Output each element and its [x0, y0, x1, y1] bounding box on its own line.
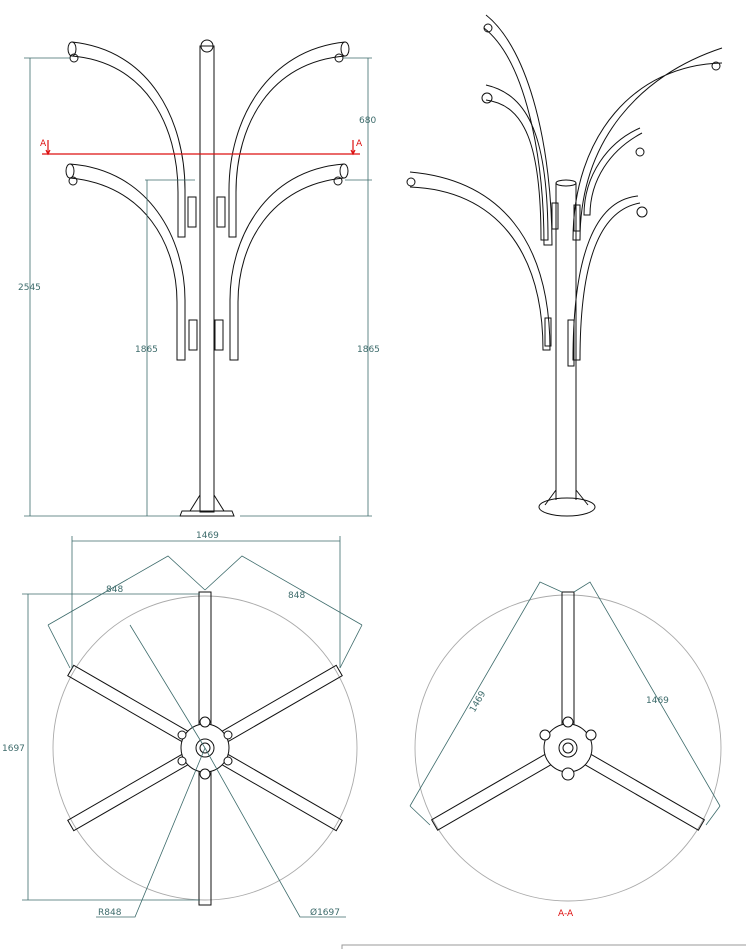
- arm-end: [340, 41, 350, 57]
- hub-ring: [539, 729, 551, 741]
- lower-right-arm: [229, 163, 345, 361]
- pole-cap: [555, 179, 577, 187]
- lower-left-arm: [69, 163, 186, 361]
- isometric-view: [406, 14, 723, 517]
- arm-end: [67, 41, 77, 57]
- arm-left: [409, 171, 551, 351]
- hub-ring: [562, 716, 574, 728]
- base-plate: [538, 497, 596, 517]
- hook-ring: [334, 53, 344, 63]
- dim-text-2545: 2545: [18, 283, 41, 293]
- hub-ring: [223, 730, 233, 740]
- base-plate: [179, 510, 235, 517]
- dim-arm-left: [47, 555, 206, 669]
- dim-right: [240, 57, 372, 517]
- front-view: A A 2545 1865 680 1865: [18, 39, 380, 517]
- arm-upper-left: [485, 84, 549, 241]
- dim-text-848-right: 848: [288, 591, 305, 601]
- bracket: [216, 196, 226, 228]
- hub-ring: [199, 768, 211, 780]
- pole-bore: [562, 742, 574, 754]
- base-gussets: [544, 489, 589, 506]
- section-view: 1469 1469 A-A: [409, 581, 722, 919]
- dim-text-848-left: 848: [106, 585, 123, 595]
- dim-text-1469: 1469: [196, 531, 219, 541]
- dim-lower-left: [145, 179, 195, 516]
- hook-ring: [483, 23, 493, 33]
- dim-text-r848: R848: [98, 908, 122, 918]
- pole-section: [558, 738, 578, 758]
- dim-text-1469-left: 1469: [468, 689, 488, 714]
- dim-span: [71, 536, 341, 668]
- hub-ring: [561, 767, 575, 781]
- upper-right-arm: [228, 41, 346, 238]
- base-gussets: [189, 494, 225, 512]
- upper-left-arm: [71, 41, 186, 238]
- arm-mid-right: [583, 127, 643, 216]
- arm-upper-right: [572, 47, 723, 241]
- hook-ring: [406, 177, 416, 187]
- title-block-edge: [341, 944, 746, 949]
- hook-ring: [636, 206, 648, 218]
- section-label-left: A: [40, 139, 47, 149]
- pole: [199, 45, 215, 513]
- hook-ring: [481, 92, 493, 104]
- arm-end: [65, 163, 75, 179]
- dim-text-1865-right: 1865: [357, 345, 380, 355]
- arm-lower-right: [572, 195, 641, 361]
- hub-ring: [223, 756, 233, 766]
- arm-top: [483, 14, 553, 246]
- hook-ring: [68, 176, 78, 186]
- reach-circle: [52, 595, 358, 901]
- dim-span-right: [573, 581, 721, 826]
- bracket: [567, 319, 575, 367]
- reach-circle: [414, 594, 722, 902]
- pole-section: [195, 738, 215, 758]
- hub-ring: [199, 716, 211, 728]
- dim-total-height: [24, 57, 180, 517]
- plan-view: 1469 848 848 1697 R848 Ø1697: [2, 531, 363, 918]
- dim-radius: [96, 624, 206, 918]
- bracket: [573, 204, 581, 232]
- arm-end: [339, 163, 349, 179]
- dim-text-1469-right: 1469: [646, 696, 669, 706]
- hub-ring: [177, 756, 187, 766]
- dim-height: [22, 593, 200, 901]
- dim-arm-right: [204, 555, 363, 669]
- dim-text-1865-left: 1865: [135, 345, 158, 355]
- pole-cap: [200, 39, 214, 53]
- bracket: [188, 319, 198, 351]
- dim-text-680: 680: [359, 116, 376, 126]
- section-title: A-A: [558, 909, 574, 919]
- hook-ring: [711, 61, 721, 71]
- bracket: [544, 317, 552, 347]
- hub-ring: [177, 730, 187, 740]
- pole: [555, 183, 577, 500]
- bracket: [551, 202, 559, 230]
- section-label-right: A: [356, 139, 363, 149]
- section-arrows: [45, 140, 356, 156]
- bracket: [187, 196, 197, 228]
- bracket: [214, 319, 224, 351]
- dim-diameter: [204, 747, 346, 918]
- hub-ring: [585, 729, 597, 741]
- hook-ring: [635, 147, 645, 157]
- dim-span-left: [409, 581, 563, 826]
- dim-text-1697: 1697: [2, 744, 25, 754]
- dim-text-d1697: Ø1697: [310, 907, 340, 918]
- hub: [543, 723, 593, 773]
- pole-bore: [199, 742, 211, 754]
- hook-ring: [333, 176, 343, 186]
